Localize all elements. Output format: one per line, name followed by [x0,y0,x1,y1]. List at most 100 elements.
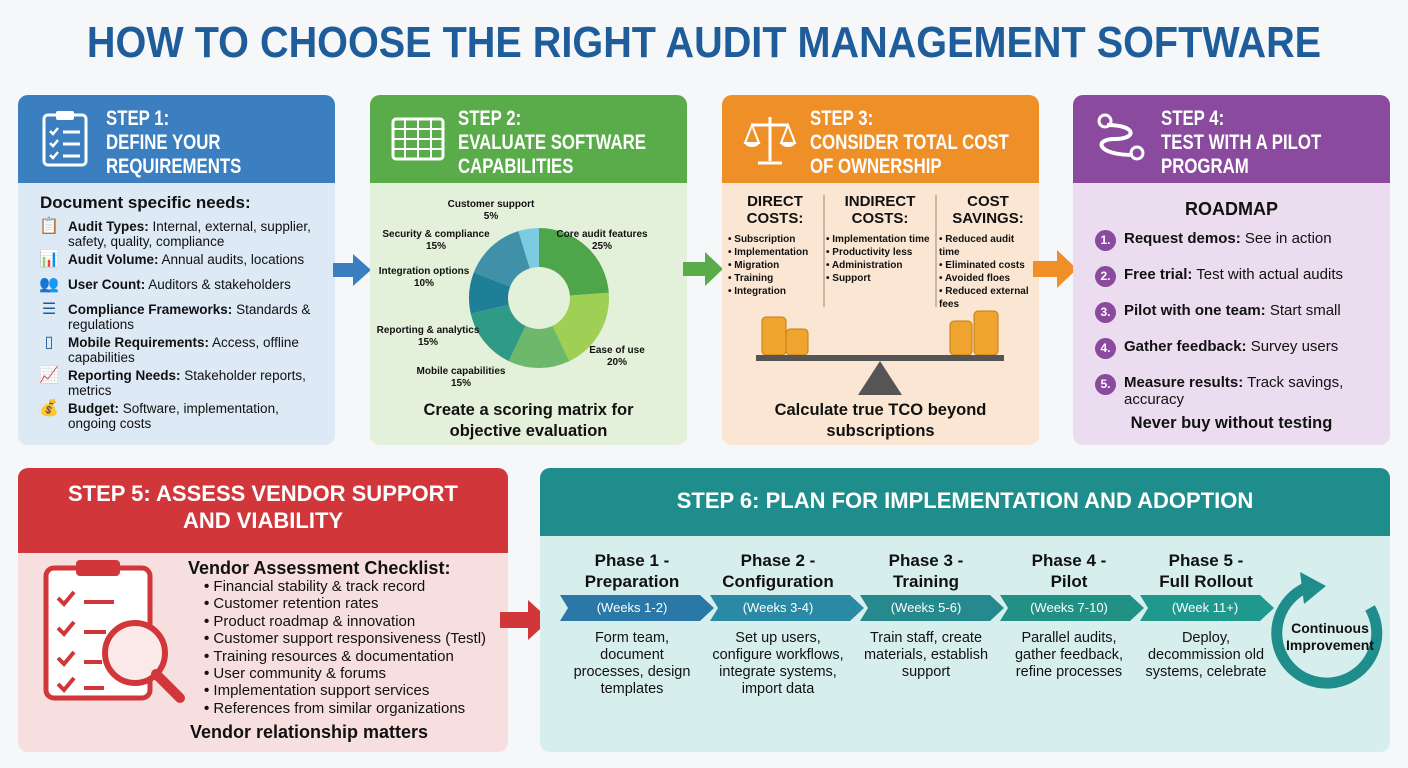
step4-title-3: PROGRAM [1161,155,1249,178]
list-item: User community & forums [204,665,486,682]
step6-card: STEP 6: PLAN FOR IMPLEMENTATION AND ADOP… [540,468,1390,752]
phase-description: Set up users, configure workflows, integ… [712,630,844,697]
list-item: 5.Measure results: Track savings, accura… [1095,374,1385,408]
list-item: 📈 Reporting Needs: Stakeholder reports, m… [38,367,330,399]
scoring-donut-chart [469,228,609,368]
list-item: Avoided floes [939,272,1037,285]
report-chart-icon: 📈 [39,367,59,384]
arrow-right-icon [500,600,550,640]
step-number: 3. [1095,302,1116,323]
item-label: Free trial: [1124,266,1193,283]
list-item: Implementation support services [204,682,486,699]
direct-costs-column: DIRECTCOSTS:SubscriptionImplementationMi… [728,193,822,298]
step4-title-2: TEST WITH A PILOT [1161,131,1322,154]
list-item: 3. Pilot with one team: Start small [1095,302,1385,323]
item-label: Mobile Requirements: [68,335,210,350]
item-label: Reporting Needs: [68,368,181,383]
step2-title-3: CAPABILITIES [458,155,574,178]
caption-line: objective evaluation [449,422,608,440]
vendor-checklist: Vendor Assessment Checklist: Financial s… [188,558,486,717]
item-label: Budget: [68,401,119,416]
item-text: Track savings, accuracy [1124,374,1344,408]
item-text: Software, implementation, ongoing costs [68,401,279,431]
slice-name: Ease of use [589,345,645,356]
item-label: Pilot with one team: [1124,302,1266,319]
phase-title: Phase 2 - [740,551,816,570]
bar-chart-icon: 📊 [39,251,59,268]
slice-name: Mobile capabilities [416,366,506,377]
arrow-right-icon [683,252,723,286]
item-text: Auditors & stakeholders [145,277,291,292]
step3-title-2: CONSIDER TOTAL COST [810,131,1009,154]
item-label: Measure results: [1124,374,1244,391]
phase-title: Phase 5 - [1168,551,1244,570]
item-label: Compliance Frameworks: [68,302,233,317]
step2-title-2: EVALUATE SOFTWARE [458,131,646,154]
slice-name: Core audit features [556,229,648,240]
step3-title-1: STEP 3: [810,107,874,130]
phase-weeks: (Weeks 1-2) [596,600,668,615]
checklist-magnifier-icon [43,560,185,703]
step1-list: 📋Audit Types: Internal, external, suppli… [38,219,330,434]
step1-title-1: STEP 1: [106,107,170,130]
phase-weeks: (Weeks 5-6) [890,600,962,615]
donut-slice-3 [470,304,526,362]
item-label: Gather feedback: [1124,338,1247,355]
step1-title-3: REQUIREMENTS [106,155,242,178]
list-item: Implementation [728,246,822,259]
item-text: See in action [1240,230,1332,247]
column-heading: DIRECT [747,193,803,210]
list-item: Customer support responsiveness (Testl) [204,630,486,647]
slice-name: Integration options [378,266,470,277]
list-item: 💰Budget: Software, implementation, ongoi… [38,401,330,432]
column-heading: COSTS: [746,210,804,227]
step6-header: STEP 6: PLAN FOR IMPLEMENTATION AND ADOP… [540,468,1390,536]
phase-name: Full Rollout [1159,572,1253,591]
donut-slice-6 [518,228,539,269]
list-item: 📋Audit Types: Internal, external, suppli… [38,219,330,250]
step4-title-1: STEP 4: [1161,107,1225,130]
document-list-icon: ☰ [41,301,57,318]
step-number: 2. [1095,266,1116,287]
step5-title-2: AND VIABILITY [182,508,344,533]
step1-subtitle: Document specific needs: [40,193,251,212]
grid-matrix-icon [391,117,445,161]
cycle-text: Improvement [1286,637,1374,653]
item-text: Start small [1265,302,1341,319]
item-text: Annual audits, locations [158,252,305,267]
phase-name: Preparation [584,572,680,591]
slice-value: 5% [483,211,499,222]
list-item: Migration [728,259,822,272]
donut-slice-2 [508,325,570,368]
item-text: Access, offline capabilities [68,335,299,365]
step4-caption: Never buy without testing [1130,414,1333,432]
phase-name: Training [892,572,960,591]
item-label: Audit Types: [68,219,149,234]
column-heading: SAVINGS: [952,210,1024,227]
item-text: Stakeholder reports, metrics [68,368,306,398]
balance-scale-icon [743,117,797,165]
arrow-right-icon [333,254,371,286]
phase-description: Parallel audits, gather feedback, refine… [1014,630,1124,680]
list-item: 👥User Count: Auditors & stakeholders [38,277,330,299]
list-item: Integration [728,285,822,298]
phase-weeks: (Weeks 3-4) [742,600,814,615]
item-label: User Count: [68,277,146,292]
step5-title-1: STEP 5: ASSESS VENDOR SUPPORT [68,481,458,506]
step2-title-1: STEP 2: [458,107,522,130]
column-heading: COST [967,193,1009,210]
